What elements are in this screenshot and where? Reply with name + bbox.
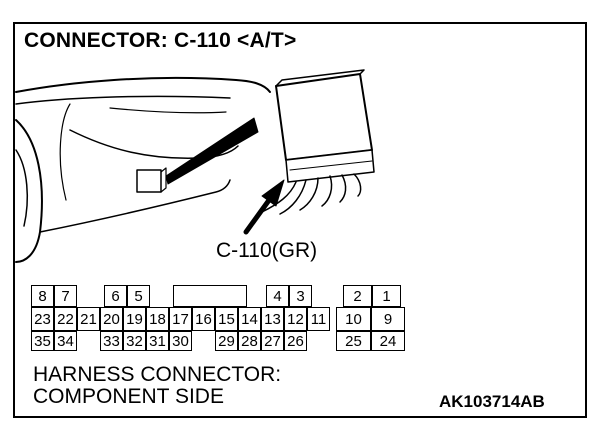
connector-pin: 28 — [238, 331, 261, 351]
connector-pin: 12 — [284, 307, 307, 331]
connector-pin: 19 — [123, 307, 146, 331]
diagram-frame — [13, 22, 587, 418]
connector-pin: 10 — [336, 307, 371, 331]
connector-mount — [136, 169, 162, 193]
dashboard-panel — [69, 129, 239, 160]
connector-pin: 5 — [127, 285, 150, 307]
connector-pin: 3 — [289, 285, 312, 307]
connector-pin: 1 — [372, 285, 401, 307]
connector-pin: 7 — [54, 285, 77, 307]
connector-pin: 27 — [261, 331, 284, 351]
connector-pin: 8 — [31, 285, 54, 307]
pointer-arrow-head — [261, 179, 285, 207]
caption-line-2: COMPONENT SIDE — [33, 385, 224, 408]
connector-pin: 24 — [371, 331, 405, 351]
connector-shell-slot — [173, 285, 247, 307]
caption-line-1: HARNESS CONNECTOR: — [33, 363, 282, 386]
connector-pin: 32 — [123, 331, 146, 351]
ecu-box-top — [275, 69, 365, 87]
connector-pin: 23 — [31, 307, 54, 331]
pointer-arrow-shaft — [243, 193, 275, 235]
connector-pin: 20 — [100, 307, 123, 331]
steering-wheel-inner — [15, 149, 29, 227]
connector-pin: 9 — [371, 307, 405, 331]
diagram-title: CONNECTOR: C-110 <A/T> — [24, 29, 297, 52]
steering-wheel — [15, 119, 43, 263]
connector-label: C-110(GR) — [216, 239, 318, 262]
steering-wheel-rim — [59, 103, 71, 201]
connector-pin: 6 — [104, 285, 127, 307]
connector-pin: 11 — [307, 307, 330, 331]
connector-pin: 2 — [343, 285, 372, 307]
connector-caption: HARNESS CONNECTOR: COMPONENT SIDE — [33, 364, 281, 408]
ecu-box — [275, 73, 373, 161]
dashboard-edge — [15, 95, 231, 105]
connector-pin: 14 — [238, 307, 261, 331]
connector-pin: 16 — [192, 307, 215, 331]
callout-wedge — [165, 117, 259, 185]
connector-pin: 13 — [261, 307, 284, 331]
connector-pin: 15 — [215, 307, 238, 331]
connector-pin: 29 — [215, 331, 238, 351]
connector-pin: 25 — [336, 331, 371, 351]
connector-pin: 22 — [54, 307, 77, 331]
connector-pin: 26 — [284, 331, 307, 351]
connector-pin: 4 — [266, 285, 289, 307]
connector-pin: 21 — [77, 307, 100, 331]
connector-pin: 18 — [146, 307, 169, 331]
dashboard-outline — [15, 76, 271, 93]
connector-pin: 17 — [169, 307, 192, 331]
connector-pin: 31 — [146, 331, 169, 351]
dashboard-lower — [39, 179, 231, 233]
connector-pin: 33 — [100, 331, 123, 351]
dashboard-trim — [109, 107, 227, 114]
connector-pin: 34 — [54, 331, 77, 351]
connector-pin: 30 — [169, 331, 192, 351]
wire-harness — [261, 181, 297, 213]
diagram-code: AK103714AB — [439, 392, 545, 411]
connector-pin: 35 — [31, 331, 54, 351]
